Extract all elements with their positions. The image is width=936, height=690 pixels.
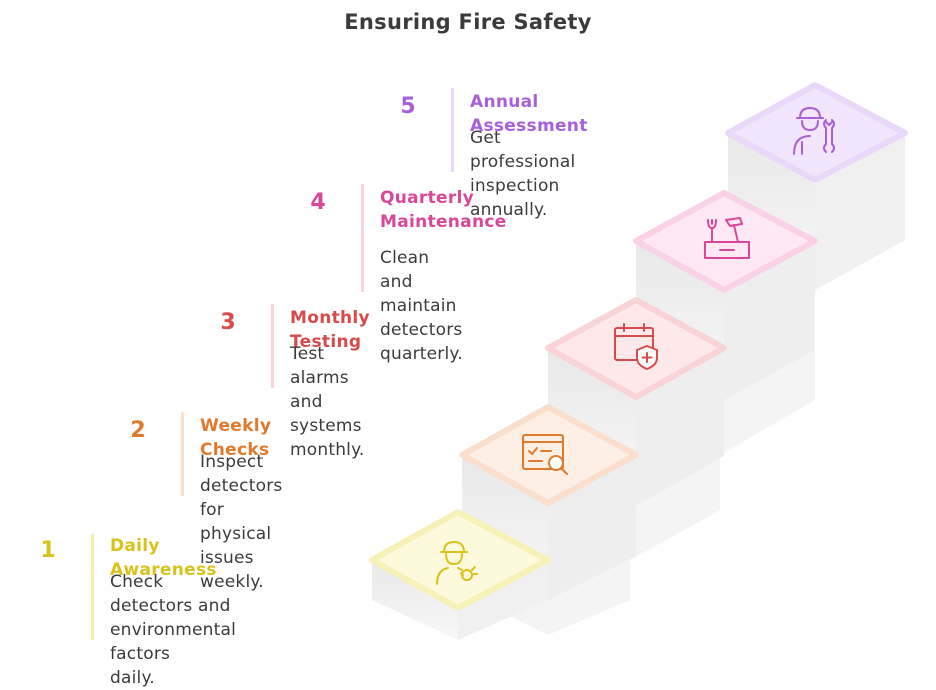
worker-with-whistle-icon xyxy=(436,541,478,585)
step-description-line: systems monthly. xyxy=(290,416,365,460)
step-description-line: detectors quarterly. xyxy=(380,320,463,364)
page-title: Ensuring Fire Safety xyxy=(344,10,592,34)
step-3-top xyxy=(545,297,727,400)
step-description-line: daily. xyxy=(110,668,155,688)
step-1-side xyxy=(458,560,548,640)
step-heading: Annual Assessment xyxy=(470,92,588,136)
step-divider xyxy=(91,534,94,640)
step-number: 1 xyxy=(40,538,56,563)
step-divider xyxy=(451,88,454,172)
step-heading: Weekly Checks xyxy=(200,416,272,460)
step-number: 2 xyxy=(130,418,146,443)
step-5-top xyxy=(725,82,908,183)
step-description-line: Inspect detectors for xyxy=(200,452,283,520)
step-description-line: Test alarms and xyxy=(290,344,349,412)
step-number: 3 xyxy=(220,310,236,335)
step-description-line: Clean and maintain xyxy=(380,248,457,316)
step-heading: Daily Awareness xyxy=(110,536,217,580)
step-heading-line: Quarterly xyxy=(380,188,475,208)
step-number: 4 xyxy=(310,190,326,215)
step-divider xyxy=(271,304,274,388)
step-description-line: environmental factors xyxy=(110,620,237,664)
calendar-shield-icon xyxy=(614,323,658,370)
technician-wrench-icon xyxy=(793,107,835,155)
checklist-magnifier-icon xyxy=(522,434,568,475)
step-divider xyxy=(181,412,184,496)
step-5-side xyxy=(815,133,905,290)
step-1-riser xyxy=(372,560,458,640)
step-divider xyxy=(361,184,364,292)
step-description-line: inspection annually. xyxy=(470,176,560,220)
step-description-line: Get professional xyxy=(470,128,576,172)
step-number: 5 xyxy=(400,94,416,119)
step-description-line: Check detectors and xyxy=(110,572,231,616)
toolbox-icon xyxy=(704,217,750,259)
step-description-line: physical issues weekly. xyxy=(200,524,272,592)
step-heading-line: Maintenance xyxy=(380,212,507,232)
step-2-top xyxy=(459,404,639,506)
step-heading: Monthly Testing xyxy=(290,308,370,352)
